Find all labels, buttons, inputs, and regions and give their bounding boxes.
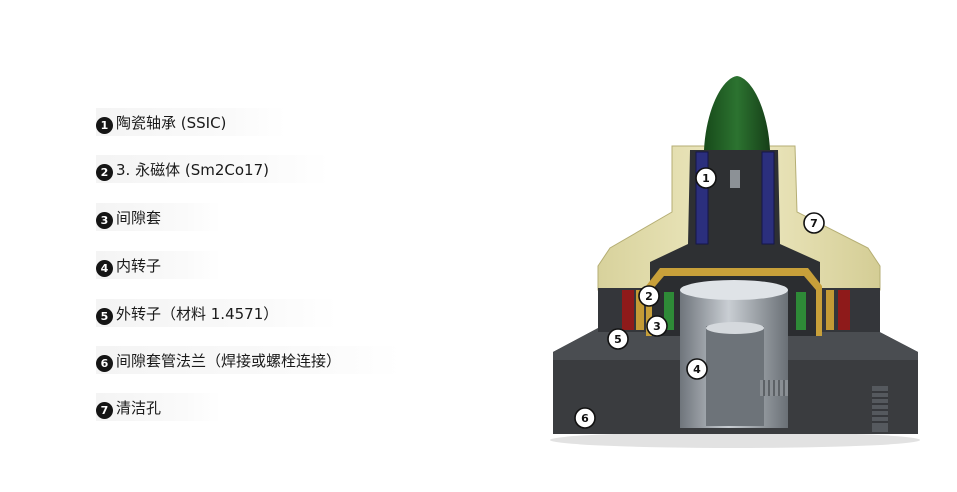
legend-label: 间隙套管法兰（焊接或螺栓连接） — [116, 351, 342, 370]
svg-text:5: 5 — [614, 333, 622, 346]
marker-7: 7 — [803, 212, 825, 234]
number-badge: 3 — [96, 211, 113, 229]
legend-item-4: 4 内转子 — [96, 251, 222, 279]
inner-rotor-top — [680, 280, 788, 300]
magnet-green-left — [664, 292, 674, 330]
number-badge: 2 — [96, 163, 113, 181]
number-badge: 7 — [96, 401, 113, 419]
flange-bolt — [872, 386, 888, 432]
magnet-red-left — [622, 290, 634, 330]
legend: 1 陶瓷轴承 (SSIC) 2 3. 永磁体 (Sm2Co17) 3 间隙套 4… — [96, 0, 426, 492]
svg-text:2: 2 — [645, 290, 653, 303]
magnetic-coupling-cutaway-diagram: 1 2 3 4 5 6 7 — [550, 76, 920, 448]
legend-label: 间隙套 — [116, 208, 162, 227]
legend-label: 内转子 — [116, 256, 162, 275]
legend-item-2: 2 3. 永磁体 (Sm2Co17) — [96, 155, 329, 183]
number-badge: 5 — [96, 307, 113, 325]
marker-3: 3 — [646, 315, 668, 337]
marker-2: 2 — [638, 285, 660, 307]
marker-5: 5 — [607, 328, 629, 350]
magnet-gold-left — [636, 290, 644, 330]
marker-4: 4 — [686, 358, 708, 380]
svg-text:7: 7 — [810, 217, 818, 230]
legend-item-7: 7 清洁孔 — [96, 393, 222, 421]
legend-label: 清洁孔 — [116, 398, 162, 417]
bearing-sleeve-left — [695, 151, 709, 245]
center-pin — [730, 170, 740, 188]
legend-label: 3. 永磁体 (Sm2Co17) — [116, 160, 269, 179]
svg-text:1: 1 — [702, 172, 710, 185]
inner-bore — [706, 326, 764, 426]
number-badge: 4 — [96, 259, 113, 277]
set-screw-thread — [763, 380, 785, 396]
legend-item-6: 6 间隙套管法兰（焊接或螺栓连接） — [96, 346, 402, 374]
number-badge: 1 — [96, 116, 113, 134]
legend-item-3: 3 间隙套 — [96, 203, 222, 231]
green-cap — [704, 76, 770, 150]
svg-text:6: 6 — [581, 412, 589, 425]
floor-shadow — [550, 432, 920, 448]
magnet-red-right — [838, 290, 850, 330]
svg-text:4: 4 — [693, 363, 701, 376]
magnet-green-right — [796, 292, 806, 330]
legend-item-5: 5 外转子（材料 1.4571） — [96, 299, 339, 327]
marker-6: 6 — [574, 407, 596, 429]
svg-text:3: 3 — [653, 320, 661, 333]
upper-bore — [650, 150, 820, 290]
flange-bolt-thread — [872, 391, 888, 423]
inner-bore-top — [706, 322, 764, 334]
magnet-gold-right — [826, 290, 834, 330]
legend-item-1: 1 陶瓷轴承 (SSIC) — [96, 108, 287, 136]
number-badge: 6 — [96, 354, 113, 372]
bearing-sleeve-right — [761, 151, 775, 245]
legend-label: 陶瓷轴承 (SSIC) — [116, 113, 227, 132]
legend-label: 外转子（材料 1.4571） — [116, 304, 279, 323]
marker-1: 1 — [695, 167, 717, 189]
